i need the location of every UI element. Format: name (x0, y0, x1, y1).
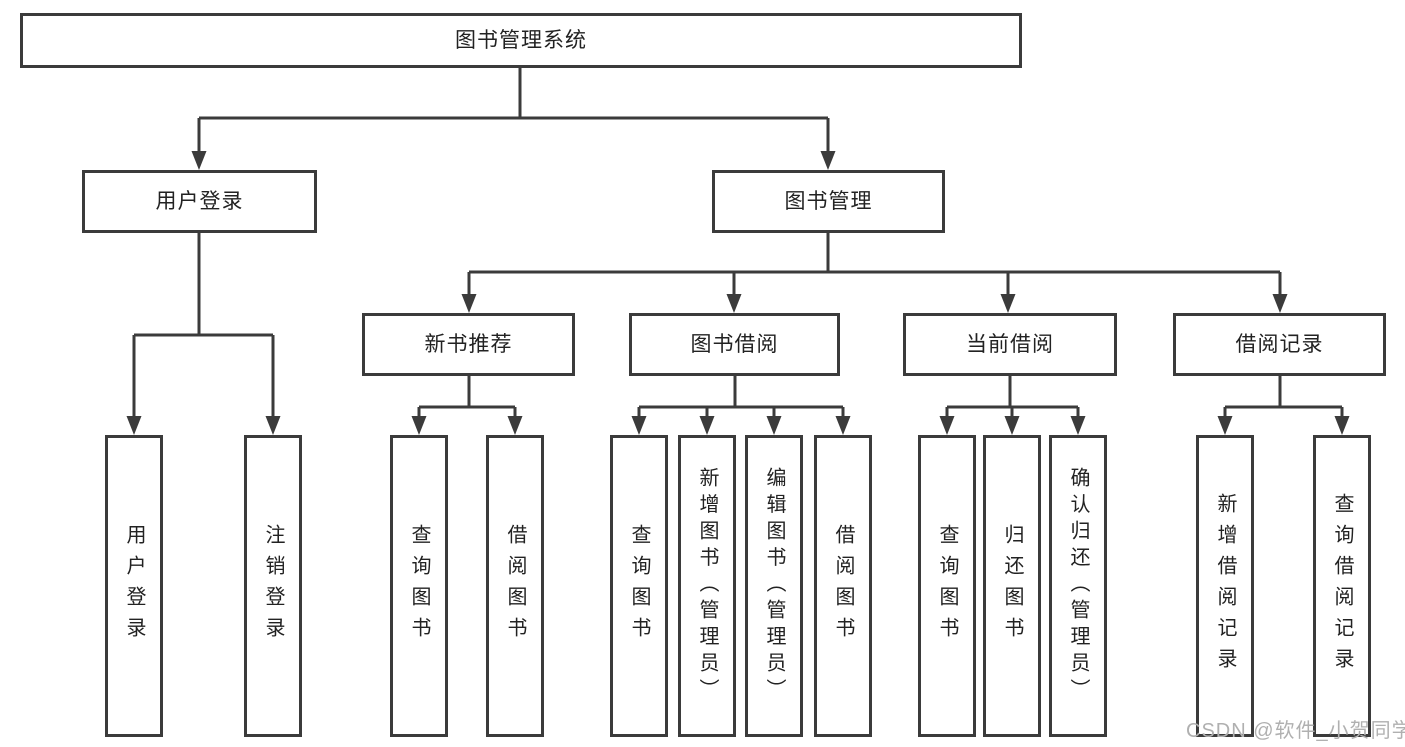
node-return-book: 归还图书 (983, 435, 1041, 737)
node-label: 借阅图书 (504, 524, 526, 648)
node-confirm-return-admin: 确认归还（管理员） (1049, 435, 1107, 737)
node-current-borrowing: 当前借阅 (903, 313, 1117, 376)
csdn-watermark: CSDN @软件_小贺同学 (1186, 720, 1405, 742)
node-add-book-admin: 新增图书（管理员） (678, 435, 736, 737)
node-label: 编辑图书（管理员） (763, 467, 785, 705)
node-query-books-current: 查询图书 (918, 435, 976, 737)
node-book-borrowing: 图书借阅 (629, 313, 840, 376)
node-label: 图书借阅 (690, 333, 779, 356)
node-label: 借阅图书 (832, 524, 854, 648)
node-query-books-borrow: 查询图书 (610, 435, 668, 737)
node-borrow-books-recommend: 借阅图书 (486, 435, 544, 737)
node-label: 图书管理 (784, 190, 873, 213)
node-new-book-recommend: 新书推荐 (362, 313, 575, 376)
node-label: 查询图书 (628, 524, 650, 648)
arrowhead-icons (126, 151, 1350, 435)
node-borrow-books: 借阅图书 (814, 435, 872, 737)
node-book-management: 图书管理 (712, 170, 945, 233)
node-edit-book-admin: 编辑图书（管理员） (745, 435, 803, 737)
node-root-system: 图书管理系统 (20, 13, 1022, 68)
node-query-books-recommend: 查询图书 (390, 435, 448, 737)
node-query-borrow-record: 查询借阅记录 (1313, 435, 1371, 737)
node-label: 新书推荐 (424, 333, 513, 356)
node-label: 当前借阅 (966, 333, 1054, 356)
node-label: 注销登录 (262, 524, 284, 648)
node-logout: 注销登录 (244, 435, 302, 737)
node-label: 归还图书 (1001, 524, 1023, 648)
node-label: 用户登录 (155, 190, 244, 213)
node-add-borrow-record: 新增借阅记录 (1196, 435, 1254, 737)
node-label: 确认归还（管理员） (1067, 467, 1089, 705)
node-user-login-module: 用户登录 (82, 170, 317, 233)
node-label: 查询借阅记录 (1331, 493, 1353, 679)
node-user-login-action: 用户登录 (105, 435, 163, 737)
node-label: 图书管理系统 (455, 29, 587, 52)
node-label: 查询图书 (408, 524, 430, 648)
node-label: 新增图书（管理员） (696, 467, 718, 705)
node-label: 用户登录 (123, 524, 145, 648)
node-label: 查询图书 (936, 524, 958, 648)
node-borrowing-records: 借阅记录 (1173, 313, 1386, 376)
node-label: 新增借阅记录 (1214, 493, 1236, 679)
node-label: 借阅记录 (1235, 333, 1324, 356)
